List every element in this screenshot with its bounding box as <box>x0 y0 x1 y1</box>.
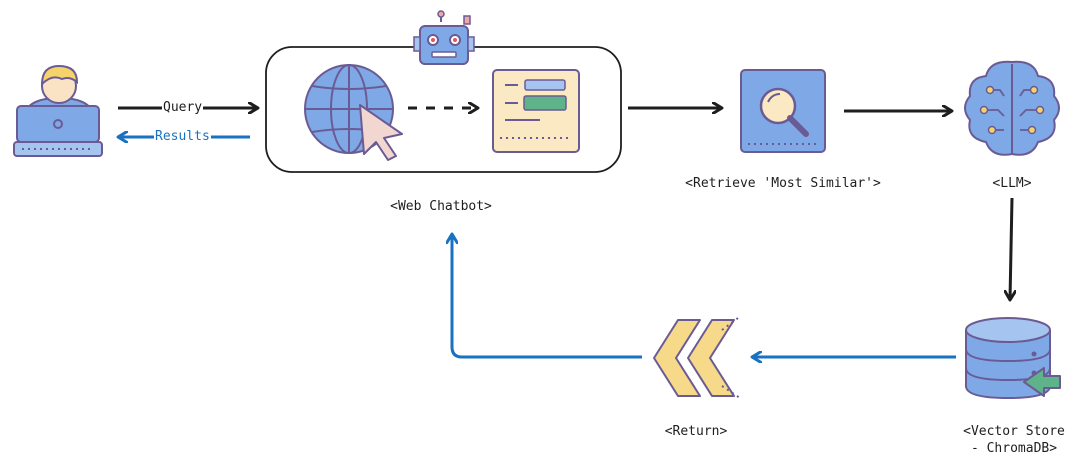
globe-cursor-icon <box>304 64 403 161</box>
llm-label: <LLM> <box>992 176 1032 191</box>
vector-store-label-line1: <Vector Store <box>963 424 1065 439</box>
brain-circuit-icon <box>964 60 1060 156</box>
user-laptop-icon <box>13 64 103 157</box>
web-chatbot-label: <Web Chatbot> <box>390 199 492 214</box>
results-label: Results <box>154 129 211 145</box>
chevron-return-icon <box>653 317 741 399</box>
webpage-icon <box>492 69 580 153</box>
magnifier-icon <box>740 69 826 153</box>
robot-icon <box>413 10 475 65</box>
vector-store-label-line2: - ChromaDB> <box>970 441 1058 456</box>
return-label: <Return> <box>664 424 728 439</box>
llm-to-vector-store-arrow <box>1010 197 1012 300</box>
query-label: Query <box>162 100 204 116</box>
return-to-chatbot-arrow <box>452 234 642 359</box>
retrieve-label: <Retrieve 'Most Similar'> <box>685 176 881 191</box>
database-icon <box>965 317 1061 400</box>
